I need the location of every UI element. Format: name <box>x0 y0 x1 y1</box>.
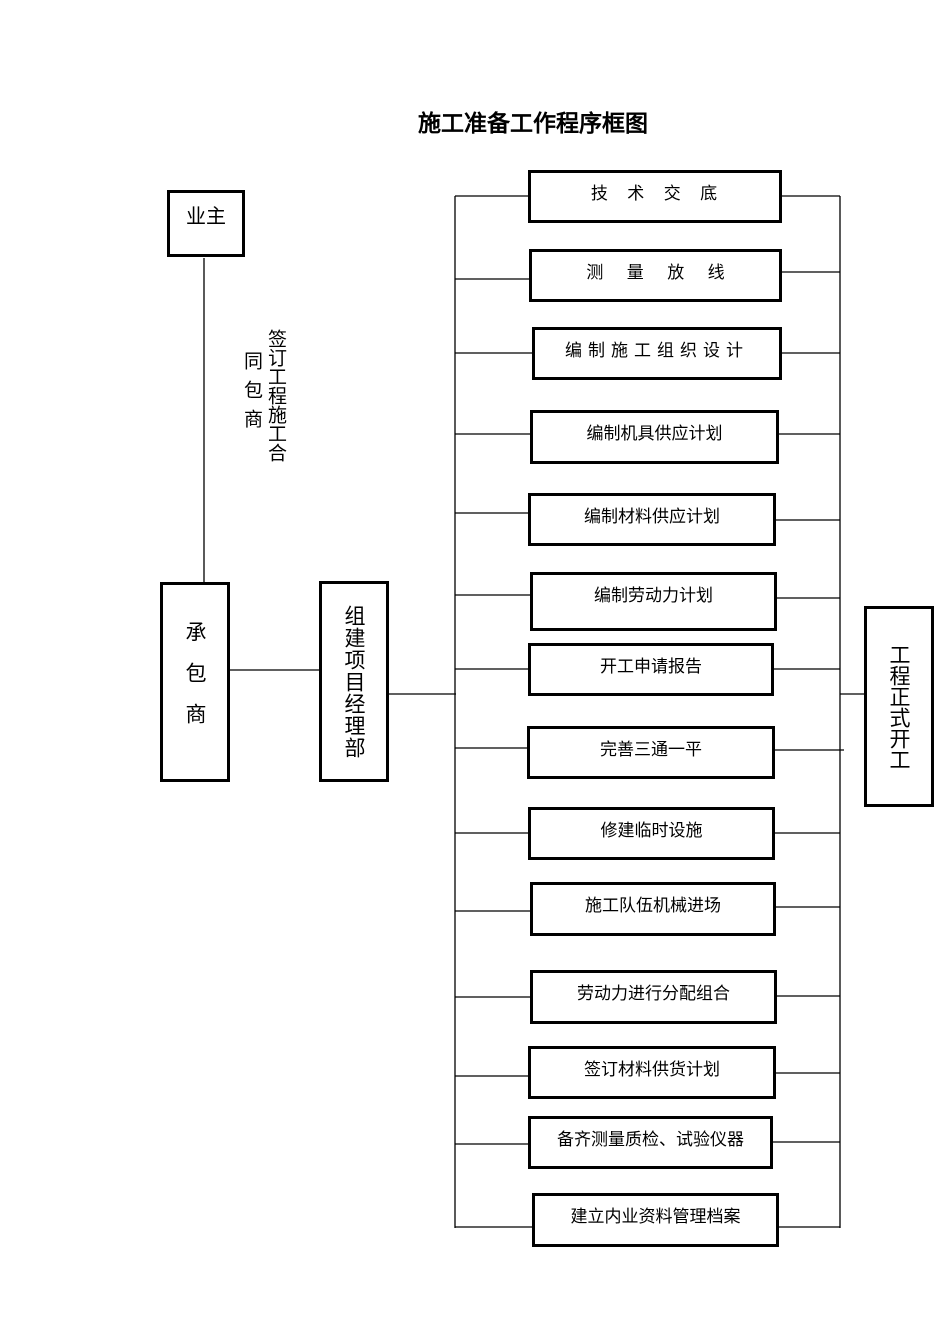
step-label: 开工申请报告 <box>600 657 702 677</box>
step-box: 施工队伍机械进场 <box>530 882 776 936</box>
step-box: 修建临时设施 <box>528 807 775 860</box>
project-dept-label: 组建项目经理部 <box>342 604 366 759</box>
step-label: 劳动力进行分配组合 <box>577 984 730 1004</box>
contractor-label: 承包商 <box>183 620 207 744</box>
step-label: 施工队伍机械进场 <box>585 896 721 916</box>
page-title: 施工准备工作程序框图 <box>418 110 648 137</box>
owner-label: 业主 <box>186 204 226 228</box>
step-label: 备齐测量质检、试验仪器 <box>557 1130 744 1150</box>
step-box: 技 术 交 底 <box>528 170 782 223</box>
project-dept-box: 组建项目经理部 <box>319 581 389 782</box>
contract-note-col2: 同包商 <box>241 351 263 438</box>
step-label: 建立内业资料管理档案 <box>570 1207 741 1227</box>
step-box: 完善三通一平 <box>527 726 775 779</box>
contractor-box: 承包商 <box>160 582 230 782</box>
step-box: 编制施工组织设计 <box>532 327 782 380</box>
step-box: 建立内业资料管理档案 <box>532 1193 779 1247</box>
final-box: 工程正式开工 <box>864 606 934 807</box>
step-label: 测 量 放 线 <box>586 263 725 283</box>
step-box: 备齐测量质检、试验仪器 <box>528 1116 773 1169</box>
step-label: 编制材料供应计划 <box>584 507 720 527</box>
owner-box: 业主 <box>167 190 245 257</box>
step-box: 开工申请报告 <box>528 643 774 696</box>
step-label: 编制施工组织设计 <box>565 341 749 361</box>
step-label: 修建临时设施 <box>600 821 703 841</box>
step-box: 编制材料供应计划 <box>528 493 776 546</box>
step-box: 测 量 放 线 <box>529 249 782 302</box>
step-label: 技 术 交 底 <box>590 184 720 204</box>
step-label: 完善三通一平 <box>600 740 702 760</box>
step-box: 劳动力进行分配组合 <box>530 970 777 1024</box>
step-label: 编制机具供应计划 <box>586 424 723 444</box>
step-box: 签订材料供货计划 <box>528 1046 776 1099</box>
step-label: 签订材料供货计划 <box>584 1060 720 1080</box>
final-label: 工程正式开工 <box>887 643 911 770</box>
step-box: 编制机具供应计划 <box>530 410 779 464</box>
step-label: 编制劳动力计划 <box>594 586 713 606</box>
step-box: 编制劳动力计划 <box>530 572 777 631</box>
contract-note-col1: 签订工程施工合 <box>265 329 287 462</box>
